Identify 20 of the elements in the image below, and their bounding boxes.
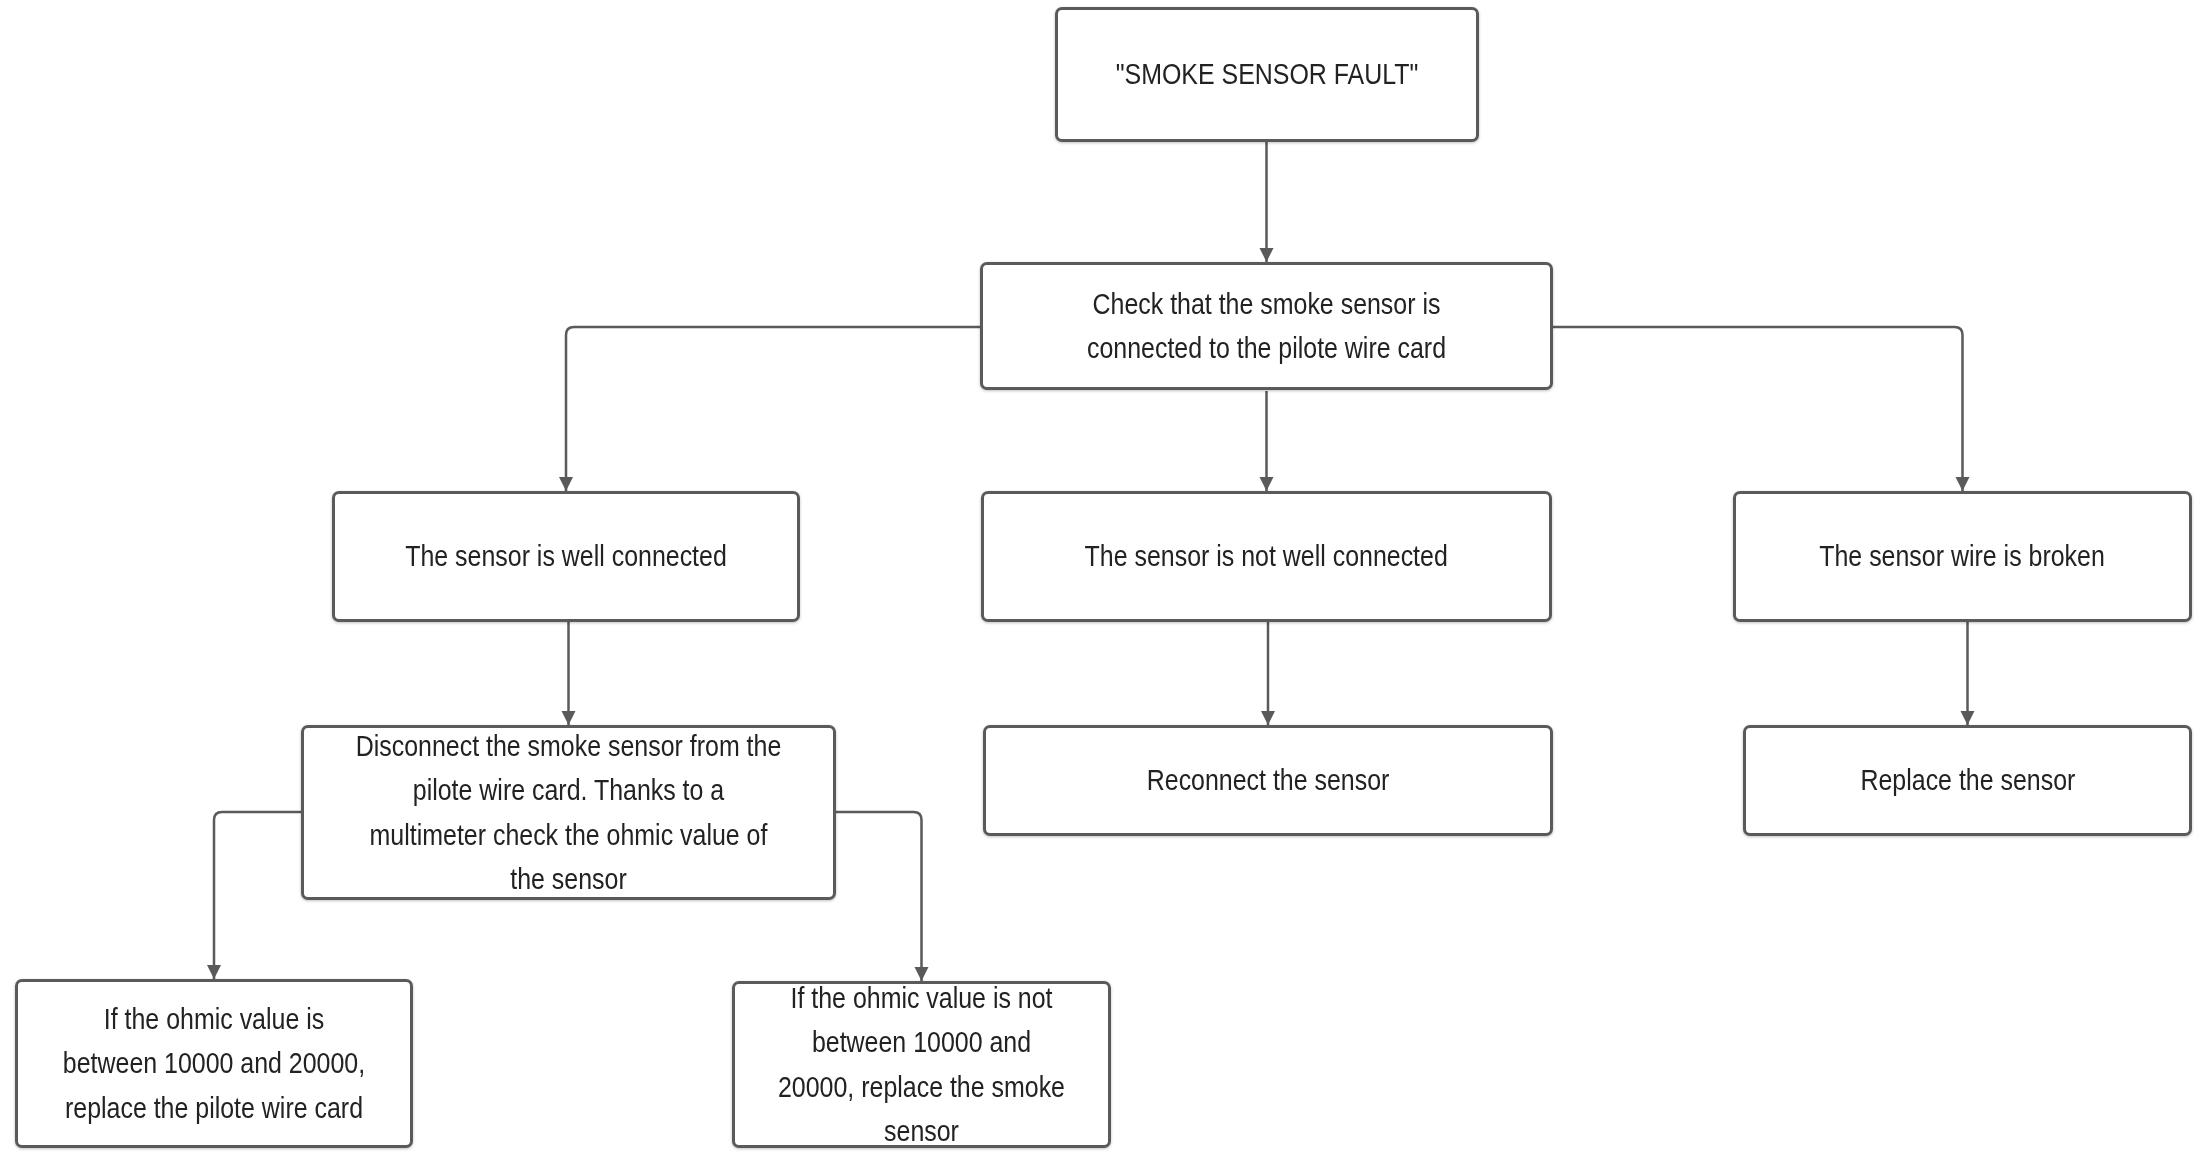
process-box — [15, 979, 413, 1148]
process-box — [1733, 491, 2192, 622]
box-text: The sensor wire is broken — [1819, 539, 2106, 575]
box-text: Replace the sensor — [1860, 763, 2075, 799]
process-box — [980, 262, 1553, 390]
box-text: Disconnect the smoke sensor from the pilote wire card. Thanks to a multimeter check the ohmic value of the sensor — [354, 729, 783, 897]
box-text: Check that the smoke sensor is connected to the pilote wire card — [1085, 286, 1448, 366]
box-text: If the ohmic value is not between 10000 and 20000, replace the smoke sensor — [777, 981, 1066, 1149]
process-box — [981, 491, 1552, 622]
box-text: If the ohmic value is between 10000 and 20000, replace the pilote wire card — [61, 1002, 367, 1126]
process-box — [732, 981, 1111, 1148]
process-box — [301, 725, 836, 900]
process-box — [983, 725, 1553, 836]
process-box — [1055, 7, 1479, 142]
box-text: "SMOKE SENSOR FAULT" — [1115, 57, 1419, 93]
box-text: The sensor is not well connected — [1084, 539, 1449, 575]
process-box — [332, 491, 800, 622]
process-box — [1743, 725, 2192, 836]
box-text: The sensor is well connected — [405, 539, 727, 575]
box-text: Reconnect the sensor — [1146, 763, 1390, 799]
